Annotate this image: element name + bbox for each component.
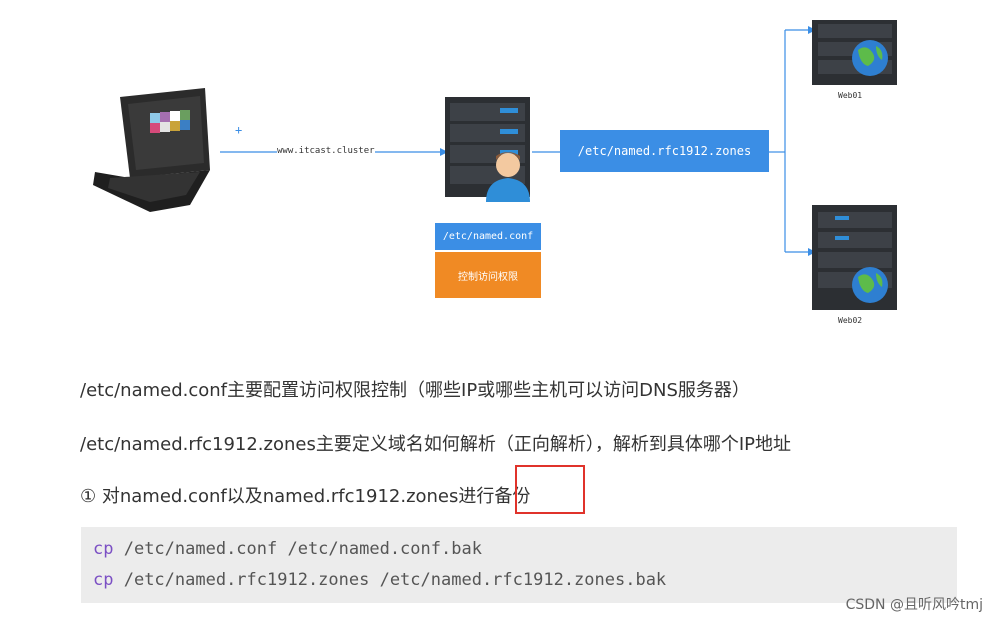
network-diagram: + www.itcast.cluster /etc/named.rfc1912.… bbox=[93, 20, 897, 325]
plus-sign: + bbox=[235, 123, 243, 137]
code-command: cp bbox=[93, 539, 114, 559]
domain-label: www.itcast.cluster bbox=[277, 146, 375, 156]
code-block: cp /etc/named.conf /etc/named.conf.bak c… bbox=[81, 527, 957, 603]
diagram-graphics bbox=[93, 20, 897, 310]
web02-server-icon bbox=[812, 205, 897, 310]
named-conf-description: /etc/named.conf主要配置访问权限控制（哪些IP或哪些主机可以访问D… bbox=[80, 380, 750, 401]
code-command: cp bbox=[93, 570, 114, 590]
access-control-box: 控制访问权限 bbox=[435, 252, 541, 298]
watermark: CSDN @且听风吟tmj bbox=[845, 597, 983, 613]
conf-box: /etc/named.conf bbox=[435, 223, 541, 250]
zones-box: /etc/named.rfc1912.zones bbox=[560, 130, 769, 172]
web01-server-icon bbox=[812, 20, 897, 85]
user-icon bbox=[486, 152, 530, 202]
web02-label: Web02 bbox=[838, 316, 863, 325]
laptop-icon bbox=[93, 88, 210, 212]
backup-step-heading: ① 对named.conf以及named.rfc1912.zones进行备份 bbox=[80, 486, 531, 507]
code-args: /etc/named.rfc1912.zones /etc/named.rfc1… bbox=[113, 570, 667, 590]
web01-label: Web01 bbox=[838, 91, 863, 100]
highlight-box bbox=[515, 465, 585, 514]
code-args: /etc/named.conf /etc/named.conf.bak bbox=[113, 539, 482, 559]
zones-description: /etc/named.rfc1912.zones主要定义域名如何解析（正向解析）… bbox=[80, 434, 791, 455]
code-line-2: cp /etc/named.rfc1912.zones /etc/named.r… bbox=[93, 570, 666, 590]
code-line-1: cp /etc/named.conf /etc/named.conf.bak bbox=[93, 539, 482, 559]
